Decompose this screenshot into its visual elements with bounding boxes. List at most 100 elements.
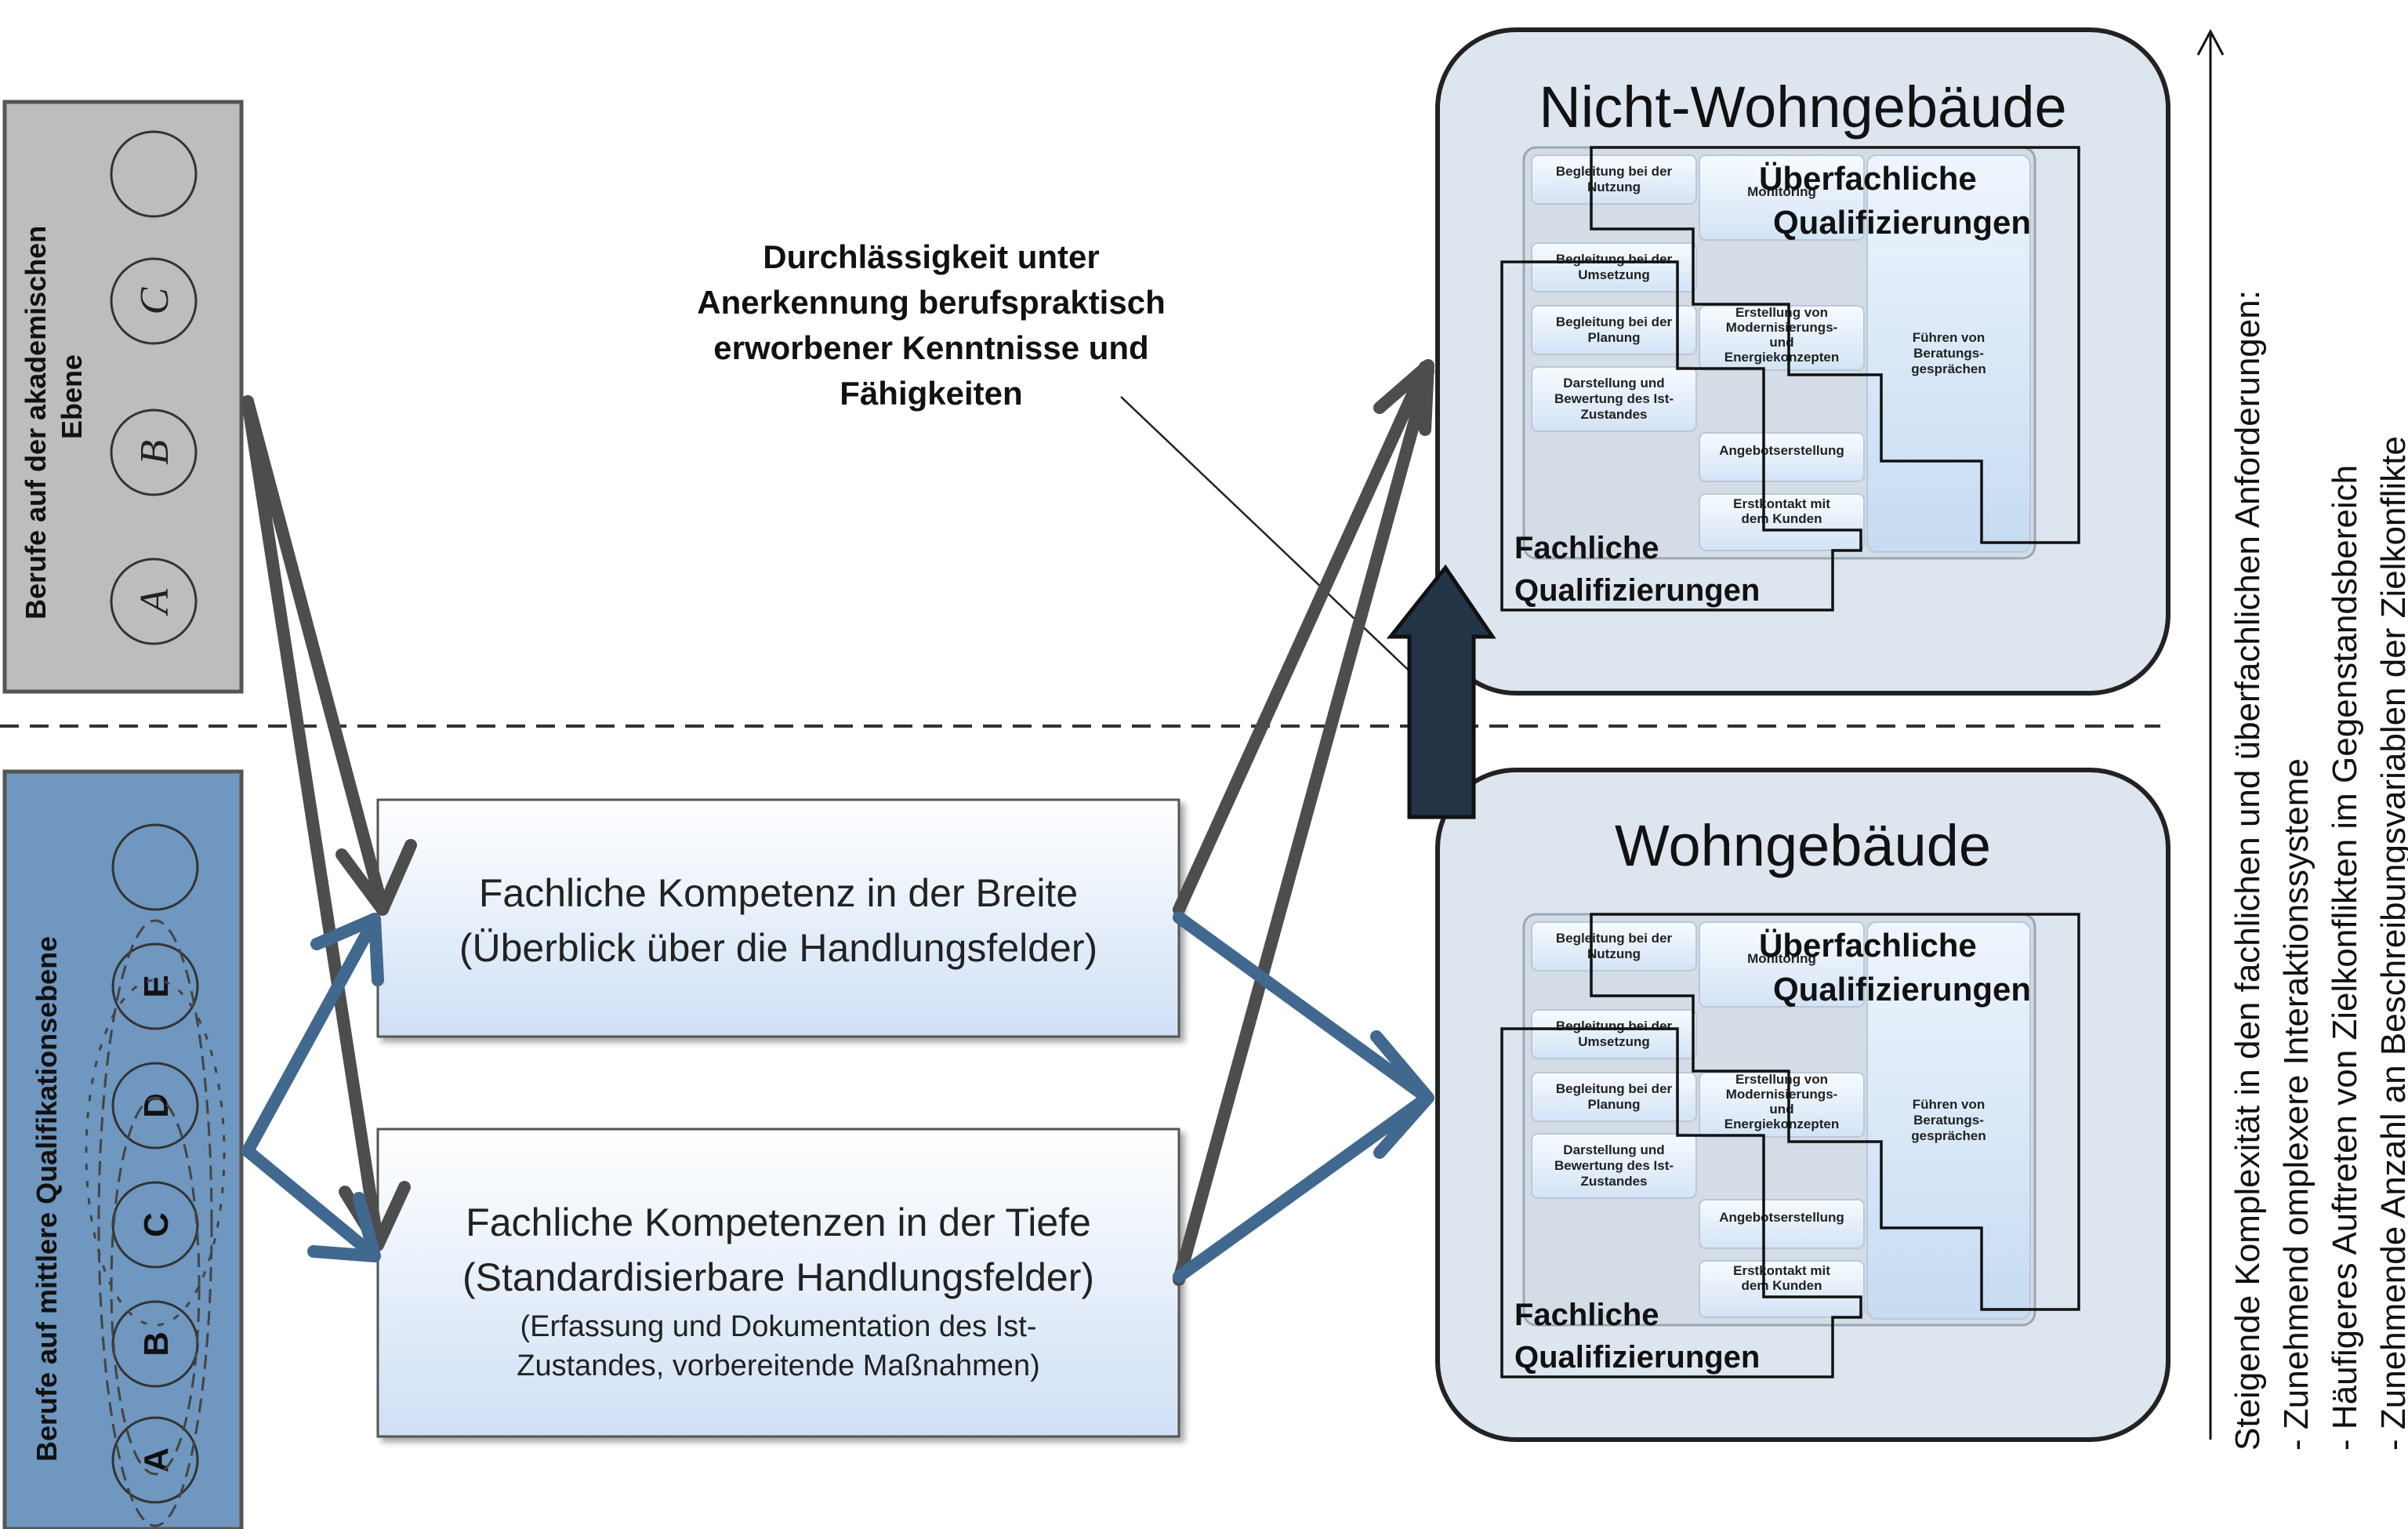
mid-level-panel-box (2, 769, 244, 1529)
mid-circle-d (111, 1062, 199, 1149)
complexity-axis: Steigende Komplexität in den fachlichen … (2196, 28, 2408, 1451)
ueberfachlich-outline (1590, 913, 2080, 1311)
card-text-line: Beratungs- (1913, 346, 1984, 361)
card-text-line: Bewertung des Ist- (1554, 391, 1674, 406)
card-text-line: Zustandes (1580, 1174, 1647, 1189)
academic-circles: C B A (110, 130, 198, 645)
card-text-line: Führen von (1913, 1097, 1986, 1112)
academic-panel: Berufe auf der akademischen Ebene C B A (2, 100, 244, 694)
card-text-line: Nutzung (1587, 946, 1641, 961)
ueberfachlich-label-line1: Überfachliche (1759, 927, 1977, 964)
arrow-mid-to-breadth (241, 916, 379, 1157)
callout: Durchlässigkeit unter Anerkennung berufs… (697, 238, 1437, 697)
card-text-line: Erstellung von (1735, 1072, 1828, 1087)
complexity-line3: - Häufigeres Auftreten von Zielkonflikte… (2326, 465, 2364, 1451)
academic-circle-a-label: A (132, 589, 177, 616)
mid-circle-e (111, 942, 199, 1030)
card-text-line: dem Kunden (1742, 1278, 1822, 1293)
card-middle-3 (1699, 493, 1865, 551)
mid-circle-a-label: A (137, 1447, 176, 1473)
fachlich-label-line2: Qualifizierungen (1514, 573, 1760, 608)
card-left-0 (1531, 154, 1697, 205)
academic-circle-empty (110, 130, 198, 218)
card-text-line: Planung (1587, 330, 1640, 345)
ueberfachlich-column (1866, 154, 2031, 553)
card-text-line: Energiekonzepten (1724, 1117, 1839, 1131)
building-wohn: Wohngebäude Führen vonBeratungs-gespräch… (1435, 768, 2170, 1442)
complexity-line4: - Zunehmende Anzahl an Beschreibungsvari… (2374, 436, 2408, 1451)
card-text-line: dem Kunden (1742, 511, 1822, 526)
mid-level-panel-label: Berufe auf mittlere Qualifikationsebene (31, 936, 63, 1462)
card-left-0 (1531, 921, 1697, 972)
academic-circle-c-label: C (132, 286, 177, 314)
arrow-depth-to-wohn (1173, 1093, 1431, 1283)
mid-circle-e-label: E (137, 975, 176, 997)
card-middle-1 (1699, 305, 1865, 371)
depth-line1: Fachliche Kompetenzen in der Tiefe (466, 1200, 1091, 1244)
card-text-line: Erstellung von (1735, 305, 1828, 320)
card-left-1 (1531, 1009, 1697, 1059)
complexity-axis-arrowhead (2196, 28, 2225, 56)
card-text-line: Darstellung und (1563, 376, 1664, 390)
card-text-line: Begleitung bei der (1556, 1081, 1673, 1096)
card-text-line: Monitoring (1747, 951, 1816, 966)
arrow-breadth-to-wohn (1173, 911, 1431, 1102)
card-text-line: und (1769, 335, 1793, 350)
arrows (241, 359, 1434, 1286)
mid-circle-groupings (85, 919, 226, 1527)
card-text-line: Erstkontakt mit (1733, 1263, 1830, 1278)
card-text-line: Begleitung bei der (1556, 314, 1673, 329)
academic-panel-label-line1: Berufe auf der akademischen (20, 226, 52, 619)
fachlich-label-line1: Fachliche (1514, 531, 1659, 565)
arrow-mid-to-breadth-head (310, 913, 384, 986)
ueberfachlich-label-line2: Qualifizierungen (1773, 204, 2031, 241)
card-text-line: Umsetzung (1578, 267, 1650, 282)
card-text-line: Modernisierungs- (1726, 1087, 1838, 1102)
card-middle-3 (1699, 1260, 1865, 1318)
mid-circle-c-label: C (137, 1212, 176, 1237)
building-nichtwohn: Nicht-Wohngebäude Führen vonBeratungs-ge… (1435, 27, 2170, 695)
academic-panel-label-line2: Ebene (56, 354, 88, 439)
depth-line3: (Erfassung und Dokumentation des Ist- (520, 1310, 1036, 1343)
card-middle-0 (1699, 921, 1865, 1008)
card-text-line: Führen von (1913, 330, 1986, 345)
building-wohn-title: Wohngebäude (1615, 813, 1991, 878)
arrow-to-nichtwohn-head (1373, 359, 1434, 436)
mid-circle-a (111, 1416, 199, 1504)
breadth-box (376, 798, 1180, 1038)
card-text-line: Erstkontakt mit (1733, 496, 1830, 511)
card-middle-2 (1699, 1199, 1865, 1249)
card-text-line: und (1769, 1102, 1793, 1117)
academic-circle-b-label: B (132, 440, 177, 465)
card-text-line: Angebotserstellung (1719, 1210, 1844, 1225)
ueberfachlich-outline (1590, 146, 2080, 544)
callout-line4: Fähigkeiten (840, 375, 1022, 412)
card-text-line: gesprächen (1911, 361, 1986, 376)
academic-circle-a (110, 557, 198, 645)
depth-line2: (Standardisierbare Handlungsfelder) (462, 1255, 1094, 1299)
card-text-line: Begleitung bei der (1556, 931, 1673, 946)
card-text-line: Begleitung bei der (1556, 1019, 1673, 1033)
callout-line2: Anerkennung berufspraktisch (697, 284, 1165, 321)
mid-circle-empty (111, 823, 199, 911)
grouping-ellipse-mid (85, 979, 226, 1327)
card-text-line: Begleitung bei der (1556, 164, 1673, 179)
arrow-depth-to-nichtwohn (1173, 365, 1434, 1286)
card-text-line: Zustandes (1580, 407, 1647, 422)
fachlich-outline (1500, 1027, 1862, 1378)
building-nichtwohn-title: Nicht-Wohngebäude (1539, 74, 2066, 140)
card-middle-1 (1699, 1072, 1865, 1138)
qualification-diagram-wohn: Führen vonBeratungs-gesprächenBegleitung… (1500, 913, 2080, 1378)
callout-leader-line (1120, 396, 1437, 697)
fachlich-label-line2: Qualifizierungen (1514, 1340, 1760, 1375)
academic-circle-c (110, 257, 198, 345)
callout-line3: erworbener Kenntnisse und (713, 329, 1148, 366)
card-left-2 (1531, 1072, 1697, 1122)
mid-circle-b-label: B (137, 1331, 176, 1356)
card-left-3 (1531, 366, 1697, 432)
fachlich-outline (1500, 260, 1862, 612)
competence-box-breadth: Fachliche Kompetenz in der Breite (Überb… (376, 798, 1180, 1038)
breadth-line2: (Überblick über die Handlungsfelder) (459, 926, 1097, 970)
